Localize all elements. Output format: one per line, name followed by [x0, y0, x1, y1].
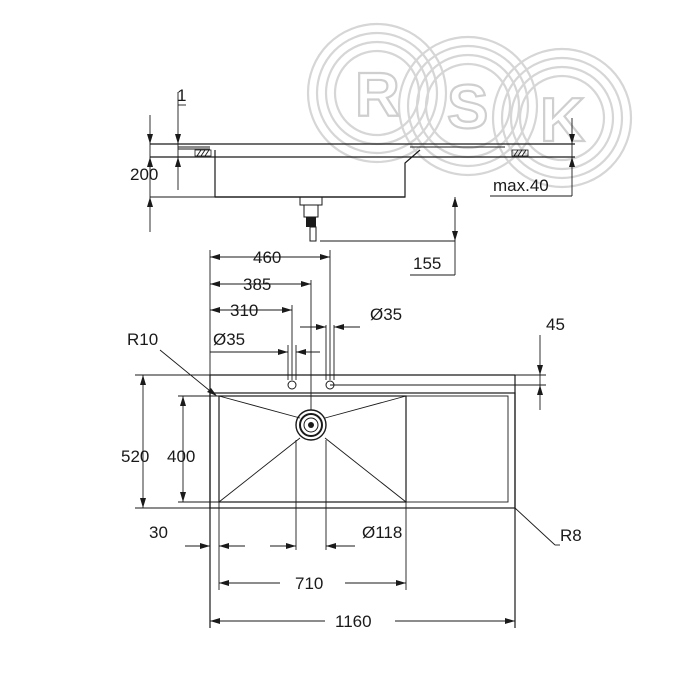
watermark-logo: R S K	[306, 22, 633, 189]
label-310: 310	[230, 301, 258, 320]
label-r10: R10	[127, 330, 158, 349]
label-max: max.40	[493, 176, 549, 195]
watermark-letter-s: S	[447, 73, 488, 142]
side-view	[147, 92, 575, 276]
label-dia35-left: Ø35	[213, 330, 245, 349]
watermark-letter-k: K	[540, 86, 585, 155]
label-depth: 200	[130, 165, 158, 184]
label-1160: 1160	[335, 612, 372, 631]
top-view	[135, 250, 560, 628]
label-drain: 155	[413, 254, 441, 273]
label-dia35-right: Ø35	[370, 305, 402, 324]
label-400: 400	[167, 447, 195, 466]
label-dia118: Ø118	[362, 523, 402, 542]
label-460: 460	[253, 248, 281, 267]
label-45: 45	[546, 315, 565, 334]
label-r8: R8	[560, 526, 582, 545]
label-520: 520	[121, 447, 149, 466]
label-thickness: 1	[177, 86, 186, 105]
watermark-letter-r: R	[355, 61, 400, 130]
watermark-ring-k	[491, 47, 633, 189]
label-30: 30	[149, 523, 168, 542]
label-385: 385	[243, 275, 271, 294]
label-710: 710	[295, 574, 323, 593]
